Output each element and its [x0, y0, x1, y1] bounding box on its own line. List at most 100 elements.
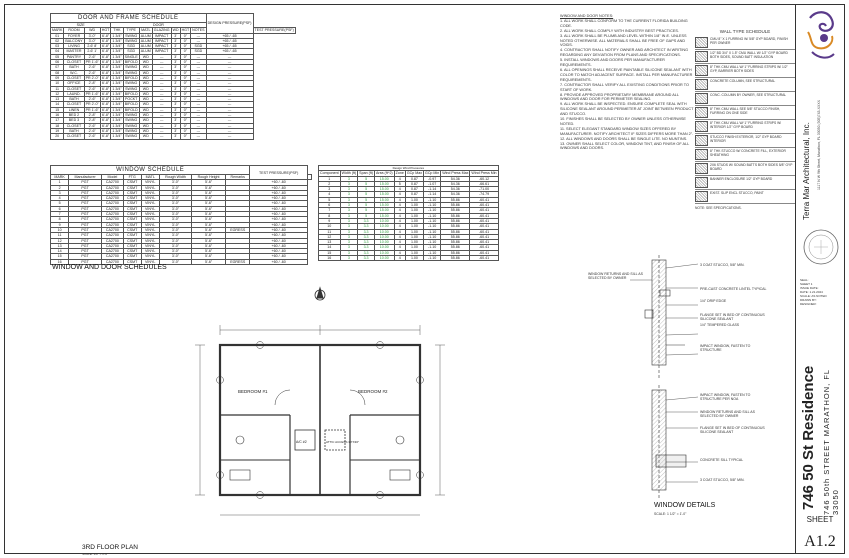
- pressure-table-cell: 5: [357, 175, 375, 182]
- door-schedule-cell: WD: [138, 53, 153, 61]
- wall-schedule-title: WALL TYPE SCHEDULE: [719, 29, 771, 34]
- window-schedule-cell: 13: [49, 242, 70, 250]
- door-schedule-cell: BIFOLD: [122, 106, 140, 114]
- window-schedule-cell: VINYL: [140, 242, 160, 250]
- pressure-table-cell: -1.10: [423, 196, 442, 204]
- pressure-table-cell: -60.41: [469, 255, 499, 262]
- note-item: 8. PROVIDE APPROVED PROPRIETARY MEMBRANE…: [560, 92, 679, 102]
- window-schedule-cell: VINYL: [140, 195, 160, 202]
- door-schedule-cell: 05: [49, 53, 65, 61]
- door-schedule-cell: 18: [49, 122, 65, 129]
- door-schedule-cell: IMPACT: [151, 48, 172, 55]
- wall-type-desc: 1/2" BD 3/4" X 1.5" CMU WALL W/ 1/2" GYP…: [710, 51, 788, 59]
- window-schedule-cell: VINYL: [140, 211, 160, 218]
- pressure-table-cell: 5: [393, 180, 406, 188]
- door-schedule-cell: CLOSET: [63, 59, 85, 66]
- door-schedule-cell: 2'-6": [83, 133, 101, 140]
- door-schedule-cell: SGD: [190, 48, 207, 55]
- note-item: 10. FINISHES SHALL BE SELECTED BY OWNER …: [560, 117, 686, 126]
- window-schedule-cell: 3'-0": [158, 221, 193, 228]
- window-schedule-cell: 12: [49, 237, 70, 244]
- wall-type-legend-swatch: [695, 65, 708, 76]
- door-schedule-cell: 3': [170, 90, 181, 98]
- door-schedule-cell: 3': [170, 85, 181, 92]
- window-schedule-cell: +60 / -60: [249, 195, 308, 202]
- window-schedule-cell: +60 / -60: [249, 216, 308, 223]
- test-pressure-header: TEST PRESSURE(PSF): [249, 164, 308, 181]
- door-schedule-cell: ---: [205, 112, 254, 119]
- window-schedule-cell: 3'-0": [158, 232, 193, 239]
- door-schedule-cell: 17: [49, 117, 65, 124]
- drawing-sheet: [4, 4, 845, 554]
- door-schedule-cell: BIFOLD: [122, 74, 140, 82]
- pressure-table-cell: 3: [339, 255, 359, 262]
- window-schedule-cell: 3'-0": [158, 189, 193, 197]
- door-schedule-cell: WD: [138, 127, 153, 135]
- floor-plan-drawing: BEDROOM #1 BEDROOM #2 A/C #2 ATTIC ACCES…: [195, 286, 445, 516]
- pressure-table-cell: 9: [318, 217, 341, 225]
- wall-type-row: 1/2" BD 3/4" X 1.5" CMU WALL W/ 1/2" GYP…: [695, 50, 795, 64]
- door-schedule-cell: WD: [138, 122, 153, 129]
- door-schedule-cell: 1 3/4": [110, 53, 124, 61]
- window-schedule-cell: PGT: [68, 248, 103, 255]
- door-schedule-cell: WD: [138, 74, 153, 82]
- door-schedule-cell: WD: [138, 69, 153, 76]
- window-schedule-cell: 14: [49, 248, 70, 255]
- door-schedule-cell: ---: [190, 127, 207, 135]
- note-item: 1. ALL WORK SHALL CONFORM TO THE CURRENT…: [560, 18, 688, 28]
- window-schedule-cell: PGT: [68, 200, 103, 207]
- window-schedule-col-header: Rough Width: [158, 173, 193, 181]
- door-schedule-cell: POCKT: [122, 96, 140, 103]
- door-schedule-cell: ---: [151, 133, 172, 140]
- window-schedule-col-header: Remarks: [225, 173, 251, 181]
- wall-type-schedule: WALL TYPE SCHEDULE CMU 8" X 1 FURRING W/…: [695, 29, 795, 210]
- door-schedule-cell: WD: [138, 133, 153, 140]
- door-schedule-cell: 2'-8": [83, 80, 101, 87]
- door-schedule-cell: 1 3/4": [110, 80, 124, 87]
- door-schedule-cell: ---: [190, 74, 207, 82]
- pressure-table-cell: 5: [357, 191, 375, 198]
- wall-type-row: 8" THK CMU WALL SEE 5/8" STUCCO FINISH, …: [695, 106, 795, 120]
- door-schedule-cell: WD: [138, 117, 153, 124]
- door-schedule-cell: 1 3/4": [110, 122, 124, 129]
- pressure-table-col-header: GCp Max: [404, 170, 425, 177]
- door-schedule-cell: 3': [170, 32, 181, 39]
- door-schedule-col-header: HGT: [179, 27, 192, 34]
- window-schedule-cell: 3'-0": [158, 242, 193, 250]
- door-schedule-cell: 2'-8": [83, 112, 101, 119]
- window-schedule-cell: VINYL: [140, 221, 160, 228]
- door-schedule-cell: 3': [170, 112, 181, 119]
- room-label-ac: A/C #2: [296, 440, 307, 444]
- door-schedule-cell: BIFOLD: [122, 101, 140, 108]
- door-schedule-cell: ---: [205, 127, 254, 135]
- window-schedule-cell: 2: [49, 184, 70, 191]
- window-schedule-col-header: [306, 173, 313, 181]
- door-schedule-cell: ALUM: [138, 37, 153, 45]
- pressure-table-cell: 5: [357, 186, 375, 193]
- door-schedule: DOOR AND FRAME SCHEDULE DESIGN PRESSURE(…: [49, 13, 296, 140]
- door-schedule-cell: 3': [170, 37, 181, 45]
- window-schedule-cell: VINYL: [140, 184, 160, 191]
- door-schedule-cell: ---: [190, 122, 207, 129]
- pressure-table-cell: 4: [393, 223, 406, 230]
- window-schedule-col-header: MATL: [140, 173, 160, 181]
- door-schedule-cell: 19: [49, 127, 65, 135]
- size-group-header: SIZE: [49, 21, 112, 29]
- door-schedule-cell: 3': [170, 127, 181, 135]
- door-schedule-cell: 3': [170, 96, 181, 103]
- door-schedule-cell: 09: [49, 74, 65, 82]
- door-schedule-cell: 11: [49, 85, 65, 92]
- door-schedule-cell: ---: [190, 85, 207, 92]
- door-schedule-cell: BIFOLD: [122, 59, 140, 66]
- door-schedule-cell: ---: [205, 90, 254, 98]
